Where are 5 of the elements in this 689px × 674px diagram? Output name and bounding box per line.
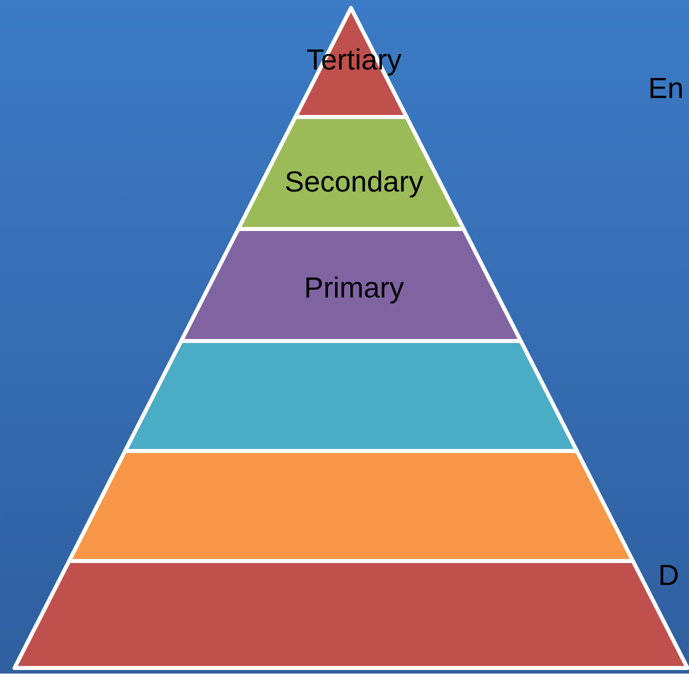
side-label: En xyxy=(650,78,682,98)
side-label: D xyxy=(660,565,678,585)
pyramid-band xyxy=(12,558,689,670)
pyramid-band: Primary xyxy=(179,227,523,343)
pyramid-band: Secondary xyxy=(236,115,466,231)
